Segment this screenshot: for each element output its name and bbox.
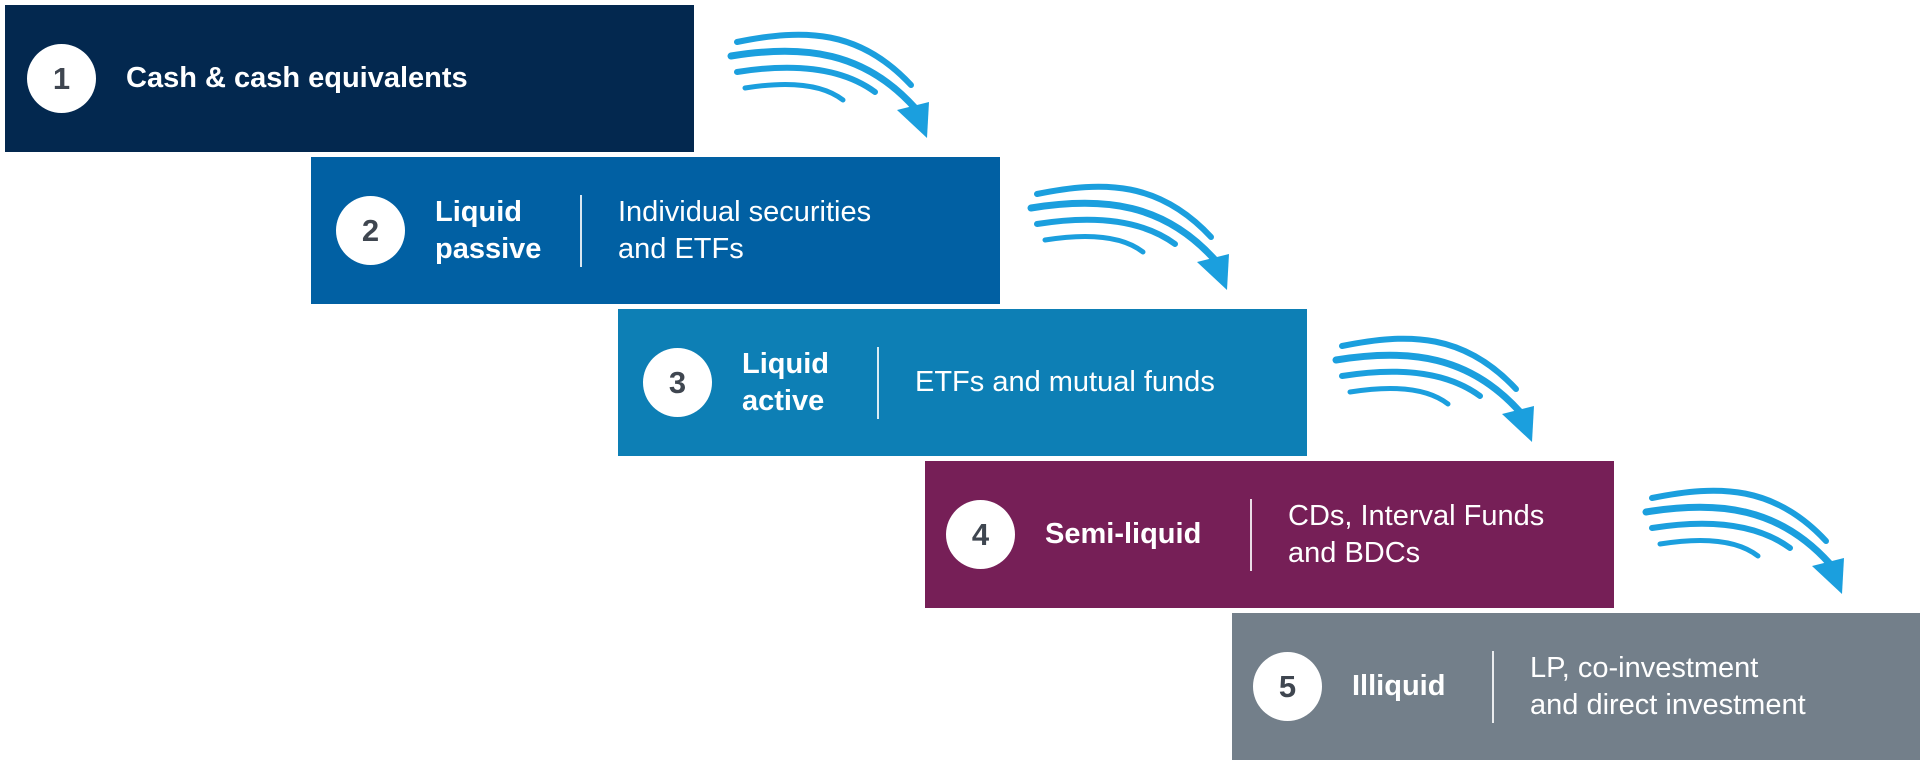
- step-4-number-badge: 4: [946, 500, 1015, 569]
- arrow-head-icon: [1502, 406, 1534, 442]
- arrow-swoosh-stroke: [1649, 487, 1829, 544]
- step-3-label: Liquid active: [742, 347, 829, 417]
- flow-arrow-icon: [1332, 335, 1534, 442]
- arrow-swoosh-stroke: [1649, 520, 1793, 551]
- arrow-swoosh-stroke: [1027, 199, 1219, 264]
- arrow-swoosh-stroke: [1642, 503, 1834, 568]
- arrow-swoosh-stroke: [734, 31, 914, 88]
- arrow-swoosh-stroke: [1332, 351, 1524, 416]
- arrow-swoosh-stroke: [1339, 335, 1519, 392]
- arrow-swoosh-stroke: [1034, 183, 1214, 240]
- arrow-swoosh-stroke: [734, 64, 878, 95]
- step-1-number-badge: 1: [27, 44, 96, 113]
- step-4-description: CDs, Interval Funds and BDCs: [1288, 499, 1545, 569]
- step-5-label: Illiquid: [1352, 670, 1446, 702]
- step-5-description: LP, co-investment and direct investment: [1530, 651, 1806, 721]
- flow-arrow-icon: [1642, 487, 1844, 594]
- step-4-divider: [1250, 498, 1252, 571]
- step-4-label: Semi-liquid: [1045, 518, 1202, 550]
- arrow-swoosh-stroke: [1042, 233, 1146, 255]
- arrow-swoosh-stroke: [727, 47, 919, 112]
- step-5-number-badge: 5: [1253, 652, 1322, 721]
- arrow-swoosh-stroke: [1657, 537, 1761, 559]
- flow-arrow-icon: [727, 31, 929, 138]
- step-2-number-badge: 2: [336, 196, 405, 265]
- arrow-swoosh-stroke: [1347, 385, 1451, 407]
- step-1-label: Cash & cash equivalents: [126, 62, 468, 94]
- step-3-divider: [877, 346, 879, 419]
- step-3-number-badge: 3: [643, 348, 712, 417]
- step-5-divider: [1492, 650, 1494, 723]
- step-1-cash-box: 1 Cash & cash equivalents: [5, 5, 694, 152]
- arrow-head-icon: [1197, 254, 1229, 290]
- arrow-swoosh-stroke: [1339, 368, 1483, 399]
- step-3-liquid-active-box: 3 Liquid active ETFs and mutual funds: [618, 309, 1307, 456]
- arrow-head-icon: [897, 102, 929, 138]
- step-3-description: ETFs and mutual funds: [915, 366, 1215, 398]
- arrow-head-icon: [1812, 558, 1844, 594]
- arrow-swoosh-stroke: [742, 81, 846, 103]
- step-2-divider: [580, 194, 582, 267]
- step-2-label: Liquid passive: [435, 195, 542, 265]
- step-2-description: Individual securities and ETFs: [618, 195, 872, 265]
- step-2-liquid-passive-box: 2 Liquid passive Individual securities a…: [311, 157, 1000, 304]
- step-4-semi-liquid-box: 4 Semi-liquid CDs, Interval Funds and BD…: [925, 461, 1614, 608]
- flow-arrow-icon: [1027, 183, 1229, 290]
- arrow-swoosh-stroke: [1034, 216, 1178, 247]
- step-5-illiquid-box: 5 Illiquid LP, co-investment and direct …: [1232, 613, 1920, 760]
